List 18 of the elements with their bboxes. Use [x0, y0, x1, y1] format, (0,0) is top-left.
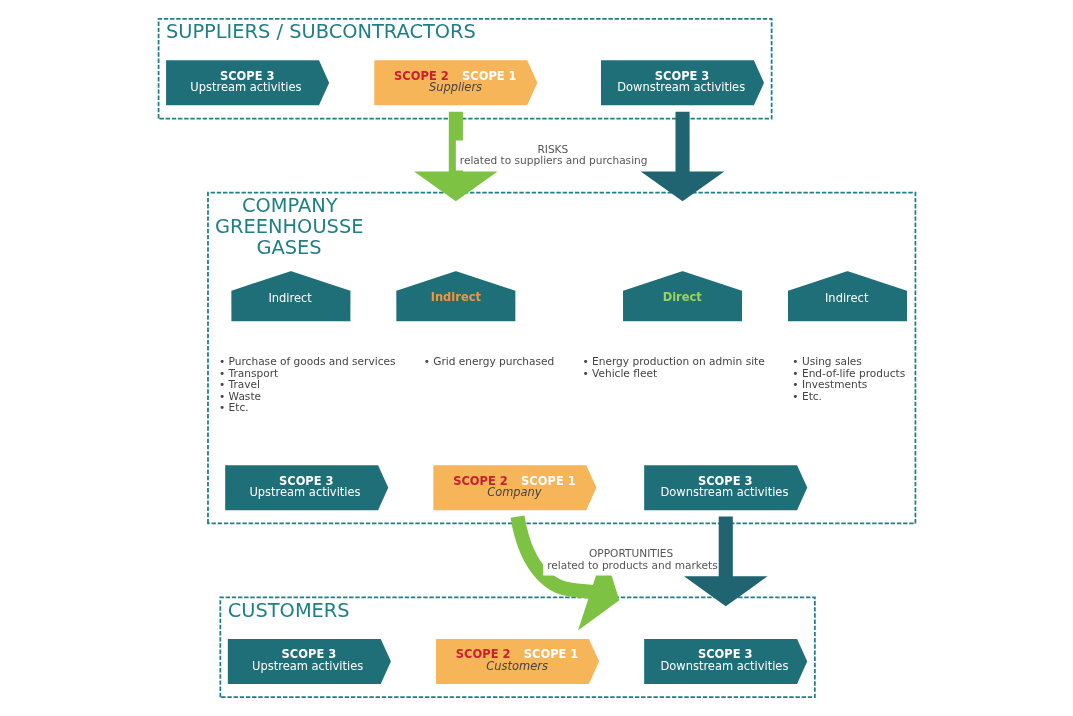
- node-label: • Purchase of goods and services: [218, 355, 395, 368]
- node-label: • Grid energy purchased: [423, 355, 554, 368]
- node-label: • Transport: [218, 366, 278, 379]
- node-label: • Investments: [791, 378, 867, 391]
- arrow: [510, 515, 619, 631]
- node-label: • Using sales: [791, 355, 862, 368]
- arrow: [413, 111, 498, 202]
- node-label: • Travel: [218, 378, 260, 391]
- arrow: [640, 111, 724, 202]
- node-label: • Vehicle fleet: [581, 366, 657, 379]
- node-label: • Etc.: [218, 401, 249, 414]
- node-label: • End-of-life products: [791, 366, 905, 379]
- node-label: • Waste: [218, 389, 261, 402]
- edge-label: OPPORTUNITIES related to products and markets: [546, 547, 718, 571]
- node-label: • Etc.: [791, 389, 822, 402]
- edge-label: RISKS related to suppliers and purchasing: [459, 142, 647, 167]
- node-label: • Energy production on admin site: [581, 355, 765, 368]
- arrow: [683, 516, 768, 607]
